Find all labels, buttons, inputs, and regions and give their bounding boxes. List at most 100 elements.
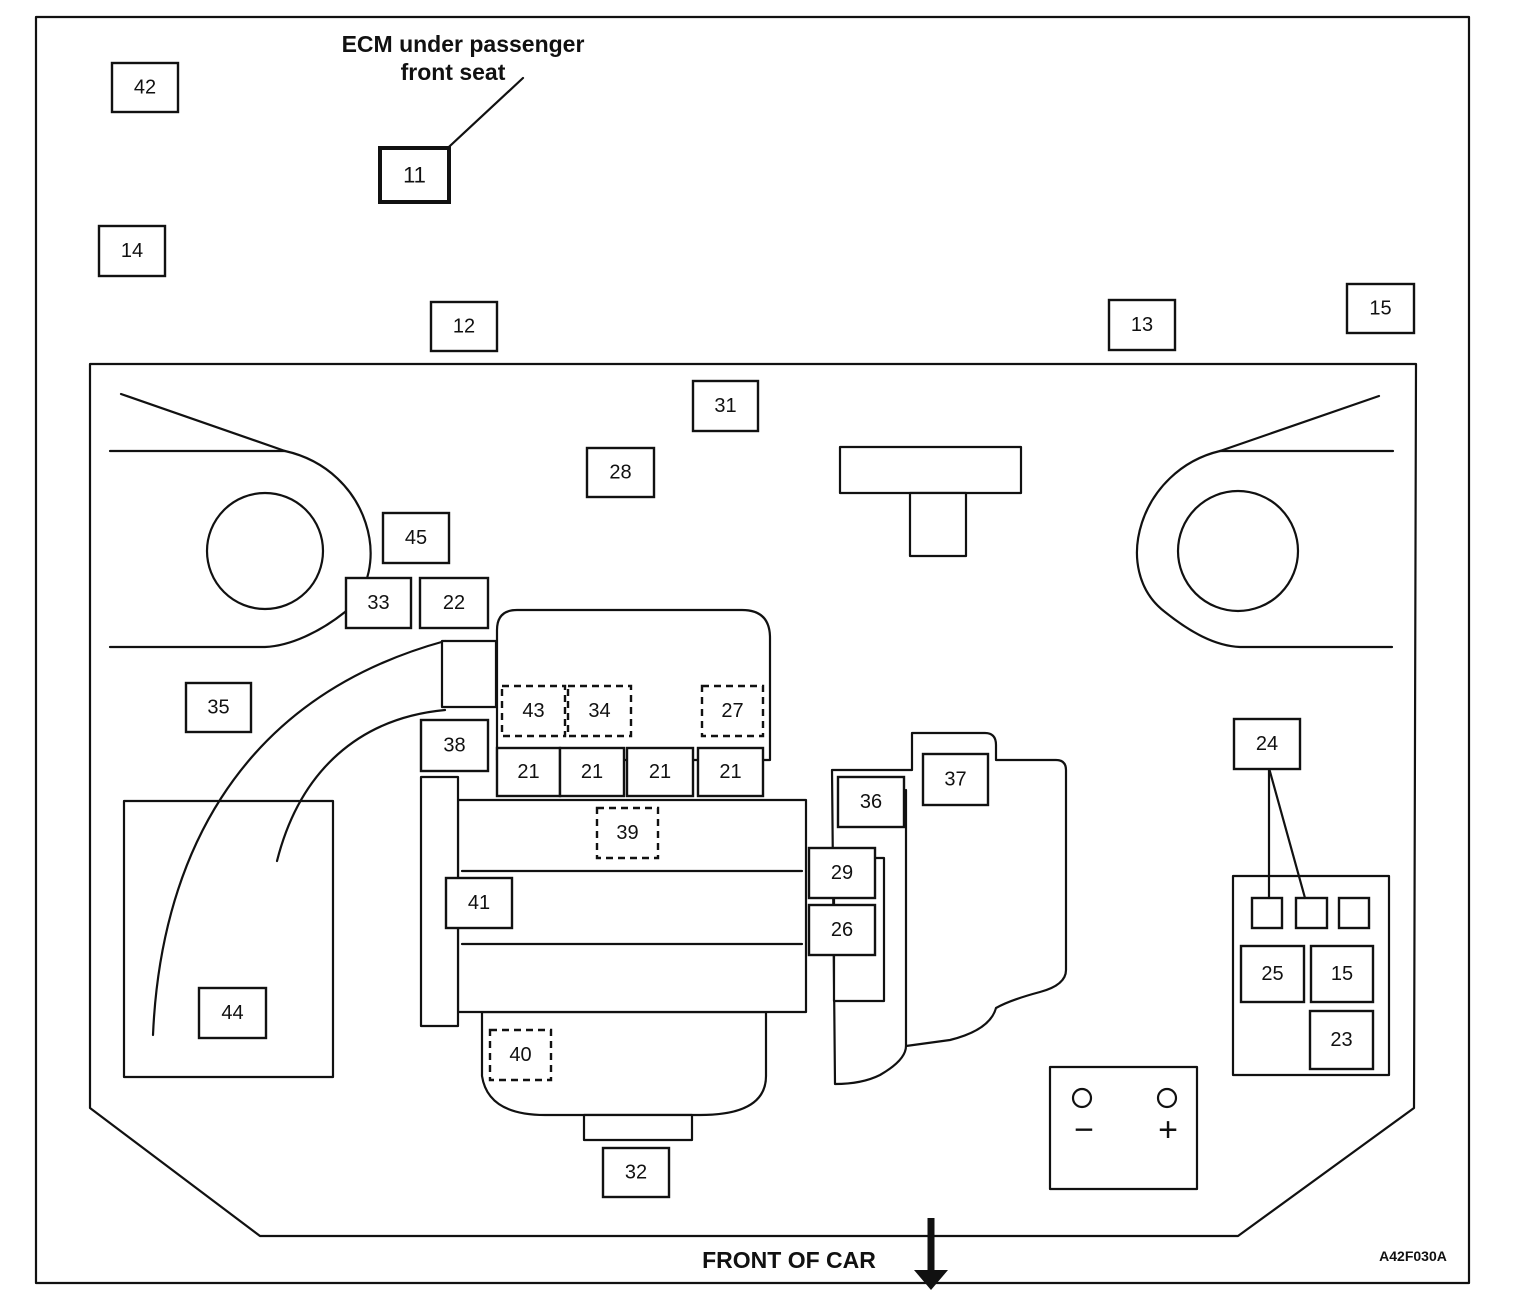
component-label-27: 27 [721,700,743,722]
component-label-44: 44 [221,1002,243,1024]
component-label-36: 36 [860,791,882,813]
component-callout-27: 27 [700,684,765,738]
component-callout-31: 31 [691,379,760,433]
engine-lower-housing [480,1010,768,1117]
component-label-42: 42 [134,77,156,99]
component-box-25 [1239,944,1306,1004]
engine-bay-outline [88,362,1418,1238]
component-callout-38: 38 [419,718,490,773]
component-callout-23: 23 [1308,1009,1375,1071]
component-box-41 [444,876,514,930]
battery-negative-symbol: − [1074,1111,1094,1149]
component-box-36 [836,775,906,829]
battery-positive-symbol: + [1158,1111,1178,1149]
component-callout-33: 33 [344,576,413,630]
component-callout-43: 43 [500,684,567,738]
component-callout-32: 32 [601,1146,671,1199]
component-label-32: 32 [625,1162,647,1184]
component-box-39 [595,806,660,860]
battery-positive-terminal [1156,1087,1178,1109]
component-label-21: 21 [517,761,539,783]
component-box-21 [696,746,765,798]
component-box-43 [500,684,567,738]
component-callout-22: 22 [418,576,490,630]
component-label-14: 14 [121,240,143,262]
component-box-14 [97,224,167,278]
left-strut-tower [108,392,372,649]
component-callout-13: 13 [1107,298,1177,352]
component-callout-42: 42 [110,61,180,114]
lower-left-box [122,799,335,1079]
component-label-35: 35 [207,697,229,719]
relay-slot-3 [1337,896,1371,930]
component-box-15 [1309,944,1375,1004]
component-box-21 [625,746,695,798]
component-label-13: 13 [1131,314,1153,336]
component-label-37: 37 [944,769,966,791]
component-callout-21: 21 [625,746,695,798]
component-label-45: 45 [405,527,427,549]
component-box-21 [495,746,562,798]
component-label-23: 23 [1330,1029,1352,1051]
component-box-34 [566,684,633,738]
component-callout-28: 28 [585,446,656,499]
component-callout-15: 15 [1345,282,1416,335]
ecm-leader-line [435,76,525,160]
component-callout-25: 25 [1239,944,1306,1004]
component-box-35 [184,681,253,734]
component-box-26 [807,903,877,957]
battery-negative-terminal [1071,1087,1093,1109]
relay-slot-2 [1294,896,1329,930]
component-box-29 [807,846,877,900]
component-label-22: 22 [443,592,465,614]
upper-t-bracket [838,445,1023,558]
component-label-25: 25 [1261,963,1283,985]
figure-code: A42F030A [1379,1248,1447,1264]
leader-24-to-slot-2 [1267,766,1307,900]
component-label-15: 15 [1331,963,1353,985]
outer-frame [34,15,1471,1285]
front-of-car-label: FRONT OF CAR [702,1247,876,1273]
component-label-15: 15 [1369,298,1391,320]
component-callout-24: 24 [1232,717,1302,771]
intake-hose-inner [275,708,447,863]
right-strut-tower [1136,394,1395,649]
component-box-22 [418,576,490,630]
component-box-44 [197,986,268,1040]
component-box-42 [110,61,180,114]
component-box-21 [558,746,626,798]
component-box-12 [429,300,499,353]
component-callout-21: 21 [495,746,562,798]
component-callout-21: 21 [696,746,765,798]
component-box-38 [419,718,490,773]
component-callout-44: 44 [197,986,268,1040]
component-callout-36: 36 [836,775,906,829]
component-callout-45: 45 [381,511,451,565]
component-box-37 [921,752,990,807]
component-box-45 [381,511,451,565]
component-box-40 [488,1028,553,1082]
component-label-43: 43 [522,700,544,722]
component-box-28 [585,446,656,499]
component-callout-41: 41 [444,876,514,930]
component-box-32 [601,1146,671,1199]
ecm-note-line-1: ECM under passenger [342,31,585,57]
component-label-24: 24 [1256,733,1278,755]
component-label-29: 29 [831,862,853,884]
component-box-13 [1107,298,1177,352]
relay-slot-1 [1250,896,1284,930]
battery: − + [1048,1065,1199,1191]
component-label-38: 38 [443,735,465,757]
component-label-21: 21 [649,761,671,783]
component-label-34: 34 [588,700,610,722]
component-label-40: 40 [509,1044,531,1066]
hose-coupler [440,639,498,709]
component-box-15 [1345,282,1416,335]
component-callout-39: 39 [595,806,660,860]
component-callout-26: 26 [807,903,877,957]
component-callout-21: 21 [558,746,626,798]
component-callout-34: 34 [566,684,633,738]
component-label-28: 28 [609,462,631,484]
